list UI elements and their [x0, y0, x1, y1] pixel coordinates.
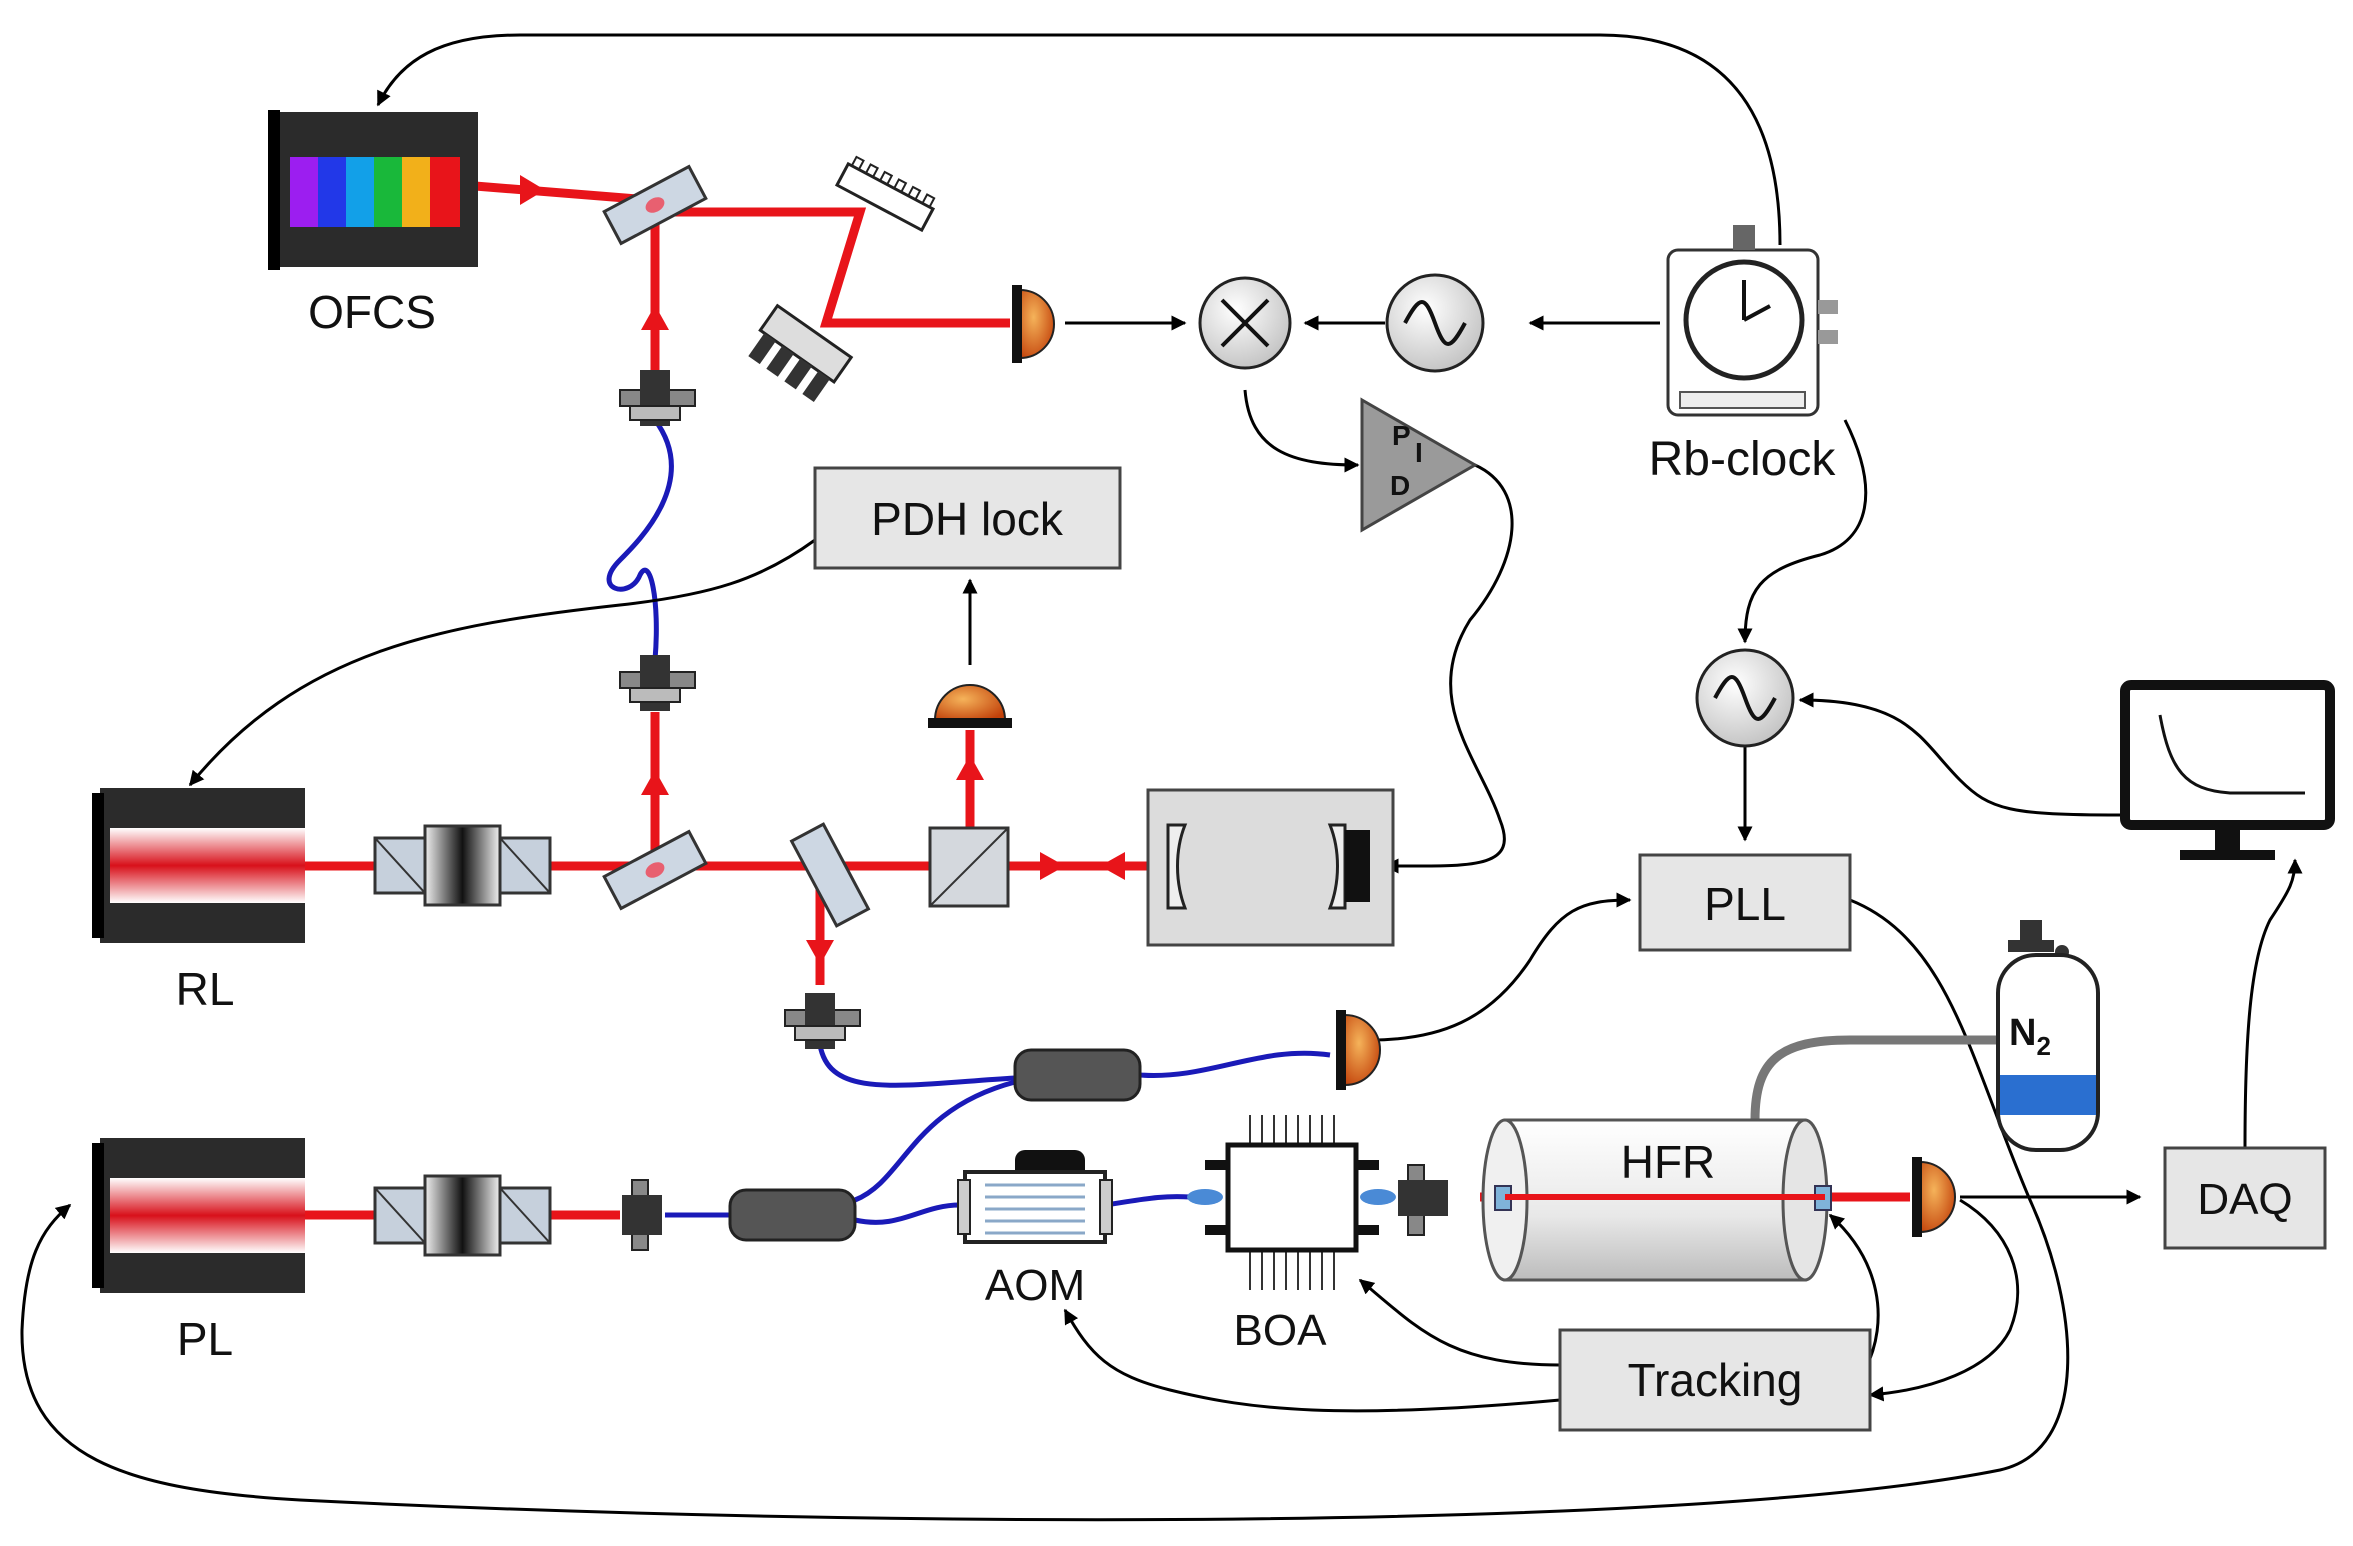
- det-to-tracking: [1868, 1198, 2020, 1402]
- daq-to-monitor: [2243, 858, 2303, 1149]
- rl-label: RL: [176, 963, 235, 1015]
- beam-ofcs-out: [474, 181, 651, 205]
- fiber-aom-boa: [1104, 1194, 1191, 1208]
- pll-box: PLL: [1638, 853, 1852, 952]
- pdh-lock-box: PDH lock: [813, 466, 1122, 570]
- det-to-pll: [1369, 892, 1632, 1042]
- pdh-lock-label: PDH lock: [871, 493, 1064, 545]
- reference-cavity: [1146, 788, 1395, 947]
- diffraction-grating: [834, 155, 936, 233]
- daq-label: DAQ: [2197, 1175, 2292, 1224]
- monitor-to-osc: [1798, 692, 2121, 817]
- fibers: [606, 418, 1331, 1225]
- hfr-label: HFR: [1621, 1136, 1716, 1188]
- tracking-to-aom: [1063, 1308, 1561, 1413]
- photodetector-icon: [1012, 285, 1055, 363]
- daq-box: DAQ: [2163, 1146, 2327, 1250]
- fiber-connector-top: [619, 370, 696, 426]
- beam-splitter-cube: [928, 826, 1010, 908]
- pll-label: PLL: [1704, 878, 1786, 930]
- n2-label: N2: [2009, 1012, 2051, 1061]
- pll-sine-wave-icon: [1695, 648, 1795, 748]
- ofcs-comb-source: [268, 110, 478, 270]
- rb-clock-label: Rb-clock: [1649, 433, 1837, 486]
- fiber-coupler-cross: [854, 1079, 1016, 1203]
- pid-to-cavity: [1383, 463, 1514, 874]
- tracking-box: Tracking: [1558, 1328, 1872, 1432]
- isolator-rl: [373, 824, 552, 907]
- mixer-cross-icon: [1198, 276, 1292, 370]
- rl-laser: [92, 788, 305, 943]
- pdh-to-rl: [188, 538, 816, 787]
- fiber-connector-hfr: [1398, 1164, 1448, 1236]
- pdh-photodetector-icon: [928, 684, 1012, 728]
- pid-d-label: D: [1390, 470, 1410, 501]
- grating-mount: [748, 303, 854, 402]
- sine-wave-icon: [1385, 273, 1485, 373]
- tracking-to-hfr: [1828, 1213, 1880, 1371]
- fiber-coupler-lower: [728, 1188, 857, 1242]
- gas-line: [1750, 1035, 2000, 1121]
- beam-arrows: [520, 175, 1125, 965]
- pll-photodetector-icon: [1336, 1010, 1381, 1090]
- beam-splitter-top: [602, 164, 708, 246]
- rainbow-comb-icon: [290, 157, 460, 227]
- tracking-label: Tracking: [1628, 1354, 1803, 1406]
- monitor-decay-icon: [2120, 680, 2335, 860]
- triangle-amplifier-icon: [1360, 397, 1479, 533]
- mirror-mid: [789, 822, 871, 928]
- n2-subscript: 2: [2036, 1031, 2050, 1061]
- hfr-photodetector-icon: [1912, 1157, 1956, 1237]
- mixer-to-pid: [1243, 389, 1360, 473]
- fiber-coupler-aom: [854, 1202, 961, 1225]
- aom-label: AOM: [985, 1261, 1085, 1310]
- fiber-connector-pl: [622, 1179, 662, 1251]
- pid-i-label: I: [1415, 437, 1423, 468]
- signal-lines: [20, 33, 2303, 1522]
- aom-device: [957, 1150, 1113, 1244]
- fiber-connector-lower: [784, 993, 861, 1049]
- fiber-coupler-upper: [1013, 1048, 1142, 1102]
- fiber-connector-mid: [619, 655, 696, 711]
- gas-cylinder-icon: [1996, 920, 2100, 1152]
- boa-chip: [1187, 1115, 1396, 1290]
- stopwatch-icon: [1666, 225, 1838, 417]
- fiber-loop: [606, 418, 674, 661]
- pll-to-pl: [20, 898, 2070, 1522]
- n2-main: N: [2009, 1012, 2036, 1054]
- pl-label: PL: [177, 1313, 233, 1365]
- ofcs-label: OFCS: [308, 286, 436, 338]
- beam-mirror-to-grating: [650, 207, 1010, 328]
- rb-to-pll-osc: [1737, 419, 1868, 644]
- boa-label: BOA: [1234, 1306, 1328, 1355]
- fiber-coupler-to-det: [1139, 1050, 1331, 1078]
- rb-to-ofcs: [376, 33, 1782, 246]
- tracking-to-boa: [1358, 1278, 1561, 1367]
- pid-p-label: P: [1392, 420, 1411, 451]
- fiber-to-coupler: [817, 1044, 1016, 1088]
- beam-splitter-rl: [602, 829, 708, 911]
- isolator-pl: [373, 1174, 552, 1257]
- pl-laser: [92, 1138, 305, 1293]
